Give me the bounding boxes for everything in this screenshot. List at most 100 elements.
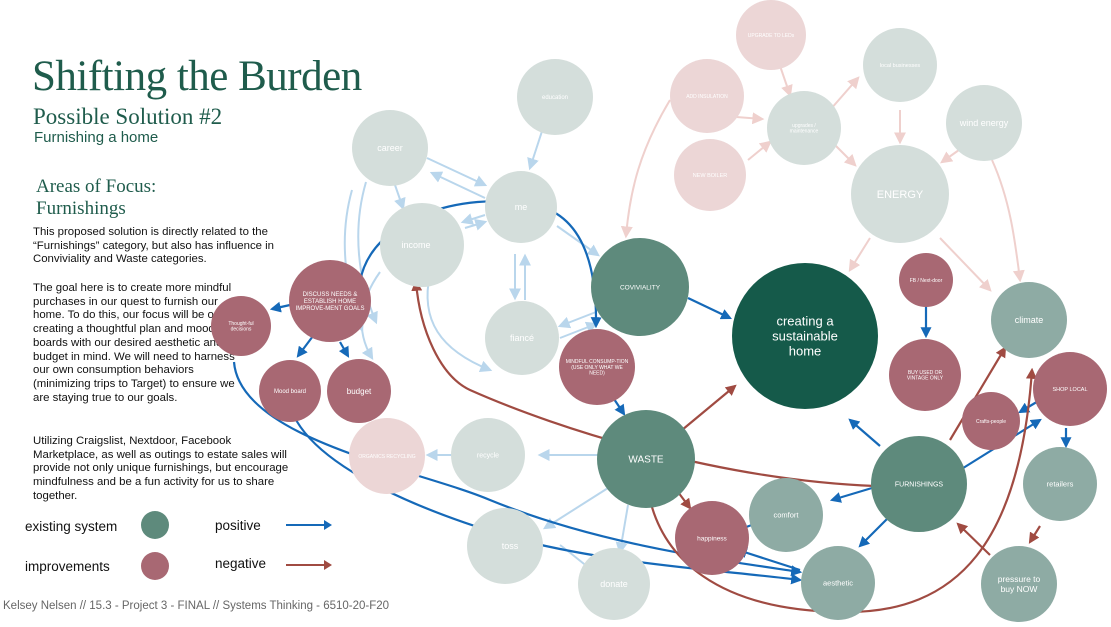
node-label-line: retailers xyxy=(1047,480,1074,489)
node-new-boiler: NEW BOILER xyxy=(674,139,746,211)
faded-arrow xyxy=(559,321,599,339)
node-donate: donate xyxy=(578,548,650,620)
node-label-line: budget xyxy=(347,387,372,396)
node-label-line: NEW BOILER xyxy=(693,173,728,179)
legend-existing-swatch xyxy=(141,511,169,539)
node-label-line: recycle xyxy=(477,452,499,459)
faded-arrow xyxy=(429,171,486,199)
faded-arrow xyxy=(991,159,1025,283)
node-label: ORGANICS RECYCLING xyxy=(358,454,415,460)
node-label-line: wind energy xyxy=(959,118,1009,128)
node-income: income xyxy=(380,203,464,287)
node-toss: toss xyxy=(467,508,543,584)
node-label: donate xyxy=(600,579,628,589)
node-waste: WASTE xyxy=(597,410,695,508)
faded-arrow xyxy=(426,273,493,373)
paragraph-sources: Utilizing Craigslist, Nextdoor, Facebook… xyxy=(33,435,289,502)
node-add-insulation: ADD INSULATION xyxy=(670,59,744,133)
node-label: recycle xyxy=(477,452,499,459)
faded-arrow xyxy=(542,487,609,530)
positive-arrow xyxy=(829,486,873,503)
node-label: happiness xyxy=(697,535,727,542)
node-label: SHOP LOCAL xyxy=(1052,387,1087,393)
faded-arrow xyxy=(939,237,992,292)
node-label-line: ORGANICS RECYCLING xyxy=(358,454,415,460)
node-label-line: comfort xyxy=(773,511,799,520)
node-label: NEW BOILER xyxy=(693,173,728,179)
node-label-line: me xyxy=(515,202,528,212)
node-label-line: buy NOW xyxy=(1001,584,1038,594)
faded-arrow xyxy=(556,225,600,257)
node-climate: climate xyxy=(991,282,1067,358)
node-label: ADD INSULATION xyxy=(686,94,728,100)
node-label-line: DISCUSS NEEDS & xyxy=(303,292,358,298)
positive-arrow xyxy=(338,341,350,358)
node-label: budget xyxy=(347,387,372,396)
node-energy: ENERGY xyxy=(851,145,949,243)
node-label-line: FB / Next-door xyxy=(910,278,943,284)
legend-positive-label: positive xyxy=(215,518,261,533)
positive-arrow xyxy=(858,517,889,548)
page-subsubtitle: Furnishing a home xyxy=(34,129,159,146)
positive-arrow xyxy=(848,418,881,447)
node-label: fiancé xyxy=(510,333,534,343)
section-heading-line2: Furnishings xyxy=(36,198,126,219)
node-label-line: VINTAGE ONLY xyxy=(907,376,944,382)
footer-credit: Kelsey Nelsen // 15.3 - Project 3 - FINA… xyxy=(3,600,390,612)
node-label-line: upgrades / xyxy=(792,123,816,129)
node-furnishings: FURNISHINGS xyxy=(871,436,967,532)
node-label-line: Thought-ful xyxy=(228,321,253,327)
node-label: wind energy xyxy=(959,118,1009,128)
negative-arrow xyxy=(956,522,991,556)
negative-arrow xyxy=(949,346,1007,441)
faded-arrow xyxy=(615,504,629,555)
legend-negative-arrow xyxy=(286,560,332,570)
node-label: Crafts-people xyxy=(976,419,1006,425)
node-budget: budget xyxy=(327,359,391,423)
node-fiance: fiancé xyxy=(485,301,559,375)
negative-arrow xyxy=(1028,525,1041,544)
node-education: education xyxy=(517,59,593,135)
node-fb-nextdoor: FB / Next-door xyxy=(899,253,953,307)
node-label-line: career xyxy=(377,143,403,153)
legend-improvements-swatch xyxy=(141,552,169,580)
faded-arrow xyxy=(394,184,406,211)
node-craftspeople: Crafts-people xyxy=(962,392,1020,450)
node-label-line: ADD INSULATION xyxy=(686,94,728,100)
node-label: aesthetic xyxy=(823,579,853,588)
node-label: local businesses xyxy=(880,63,921,69)
section-heading-line1: Areas of Focus: xyxy=(36,176,157,197)
legend-negative-label: negative xyxy=(215,556,267,571)
node-label: income xyxy=(401,240,430,250)
node-label-line: (USE ONLY WHAT WE xyxy=(571,365,623,371)
node-label: Mood board xyxy=(274,389,306,395)
node-label-line: NEED) xyxy=(589,371,605,377)
node-label: ENERGY xyxy=(877,189,924,201)
node-label-line: home xyxy=(789,344,822,359)
faded-arrow xyxy=(464,219,488,231)
node-label-line: ESTABLISH HOME xyxy=(304,299,356,305)
node-upgrades: upgrades /maintenance xyxy=(767,91,841,165)
node-label-line: sustainable xyxy=(772,329,838,344)
faded-arrow xyxy=(426,157,488,187)
faded-arrow xyxy=(557,311,597,329)
node-label-line: COVIVIALITY xyxy=(620,284,661,291)
faded-arrow xyxy=(848,237,871,273)
node-upgrade-leds: UPGRADE TO LEDs xyxy=(736,0,806,70)
node-label-line: maintenance xyxy=(790,129,819,135)
node-label: WASTE xyxy=(628,455,664,466)
node-label-line: decisions xyxy=(231,327,252,333)
node-label-line: toss xyxy=(502,541,519,551)
node-organics-recycling: ORGANICS RECYCLING xyxy=(349,418,425,494)
paragraph-intro: This proposed solution is directly relat… xyxy=(33,226,275,266)
node-label-line: happiness xyxy=(697,535,727,542)
